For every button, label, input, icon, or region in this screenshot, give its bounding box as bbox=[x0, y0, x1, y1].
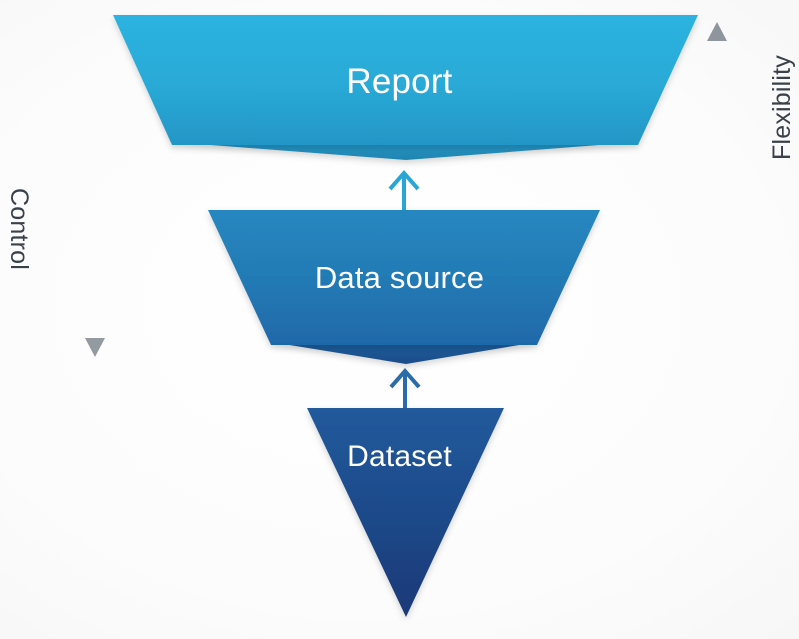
flexibility-axis-arrowhead bbox=[707, 22, 727, 41]
control-axis bbox=[85, 22, 105, 357]
connector-data-source-to-report bbox=[388, 169, 420, 213]
report-shadow-flange bbox=[172, 142, 638, 160]
report-trapezoid bbox=[113, 15, 698, 145]
flexibility-axis bbox=[707, 22, 727, 358]
control-axis-label: Control bbox=[5, 188, 33, 270]
connector-dataset-to-data-source bbox=[389, 367, 421, 411]
dataset-triangle bbox=[307, 408, 504, 617]
flexibility-axis-label: Flexibility bbox=[768, 55, 796, 160]
funnel-stage-dataset[interactable] bbox=[307, 408, 504, 617]
funnel-stage-data-source[interactable] bbox=[208, 210, 600, 364]
data-source-trapezoid bbox=[208, 210, 600, 345]
funnel-stage-report[interactable] bbox=[113, 15, 698, 160]
data-source-shadow-flange bbox=[271, 342, 537, 364]
control-axis-arrowhead bbox=[85, 338, 105, 357]
